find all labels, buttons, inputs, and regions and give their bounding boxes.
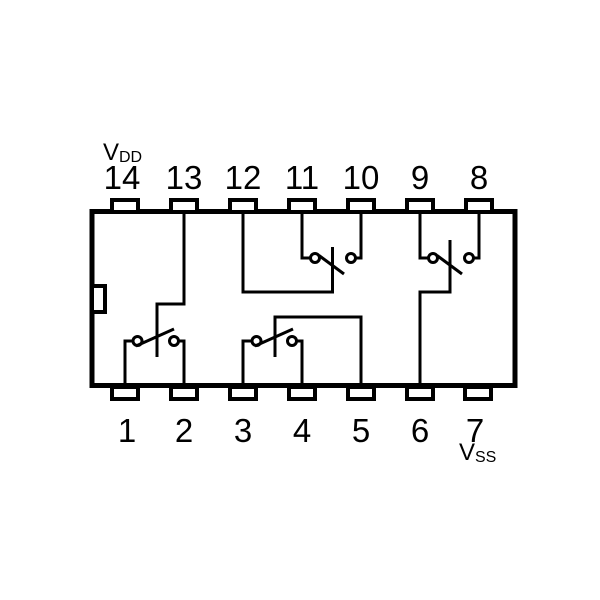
pin-2-lead — [169, 385, 199, 401]
switch-3-4 — [250, 327, 298, 348]
pin-9-lead — [405, 198, 435, 214]
switch-3-4-arm — [254, 327, 294, 348]
vss-label-main: V — [459, 439, 475, 466]
pin-4-label: 4 — [293, 412, 311, 449]
switch-8-9-arm — [436, 254, 463, 276]
pin-3-lead — [228, 385, 258, 401]
pin-9-label: 9 — [411, 159, 429, 196]
wire-pin13-control-sw12 — [155, 212, 186, 357]
pin-2-label: 2 — [175, 412, 193, 449]
pin-7-lead — [463, 385, 493, 401]
pin-12-lead — [228, 198, 258, 214]
switch-8-9-contact-right — [463, 252, 475, 264]
switch-1-2-arm — [135, 327, 175, 348]
switch-8-9-contact-left — [427, 252, 439, 264]
pin-12-label: 12 — [225, 159, 262, 196]
vss-label: V SS — [459, 439, 496, 466]
pin-3-label: 3 — [234, 412, 252, 449]
switch-8-9 — [427, 252, 475, 276]
wire-pin9-contact — [418, 212, 428, 260]
vdd-label-sub: DD — [119, 149, 142, 166]
wire-pin10-contact — [356, 212, 363, 260]
pin-13-lead — [169, 198, 199, 214]
notch-indicator — [90, 284, 107, 314]
wire-pin3-contact — [241, 339, 251, 387]
pin-4-lead — [287, 385, 317, 401]
pin-1-label: 1 — [118, 412, 136, 449]
wire-pin8-contact — [474, 212, 481, 260]
switch-11-10 — [309, 252, 357, 276]
switch-11-10-contact-left — [309, 252, 321, 264]
bottom-pin-leads — [110, 385, 493, 401]
pin-6-label: 6 — [411, 412, 429, 449]
switch-1-2-contact-right — [168, 335, 180, 347]
switch-1-2 — [131, 327, 180, 348]
switch-3-4-contact-right — [286, 335, 298, 347]
wire-pin12-control-sw1110 — [241, 212, 334, 294]
pin-7-label: 7 — [466, 412, 484, 449]
pin-10-label: 10 — [343, 159, 380, 196]
pin-14-lead — [110, 198, 140, 214]
pin-11-lead — [287, 198, 317, 214]
vdd-label-main: V — [103, 139, 119, 166]
pin-1-lead — [110, 385, 140, 401]
pin-8-lead — [464, 198, 494, 214]
pin-14-label: 14 — [104, 159, 141, 196]
pin-11-label: 11 — [285, 159, 319, 196]
pin-5-label: 5 — [352, 412, 370, 449]
vdd-label: V DD — [103, 139, 142, 166]
wire-pin11-contact — [300, 212, 310, 260]
top-pin-leads — [110, 198, 494, 214]
pin-13-label: 13 — [166, 159, 203, 196]
switch-11-10-contact-right — [345, 252, 357, 264]
vss-label-sub: SS — [475, 449, 496, 466]
switch-11-10-arm — [318, 254, 345, 276]
wire-pin4-contact — [297, 339, 304, 387]
wire-pin1-contact — [123, 339, 132, 387]
pin-5-lead — [346, 385, 376, 401]
bottom-pin-labels: 1 2 3 4 5 6 7 — [118, 412, 484, 449]
pin-6-lead — [405, 385, 435, 401]
pin-10-lead — [346, 198, 376, 214]
top-pin-labels: 14 13 12 11 10 9 8 — [104, 159, 489, 196]
wire-pin2-contact — [179, 339, 186, 387]
pin-8-label: 8 — [470, 159, 488, 196]
internal-wires — [123, 212, 481, 387]
